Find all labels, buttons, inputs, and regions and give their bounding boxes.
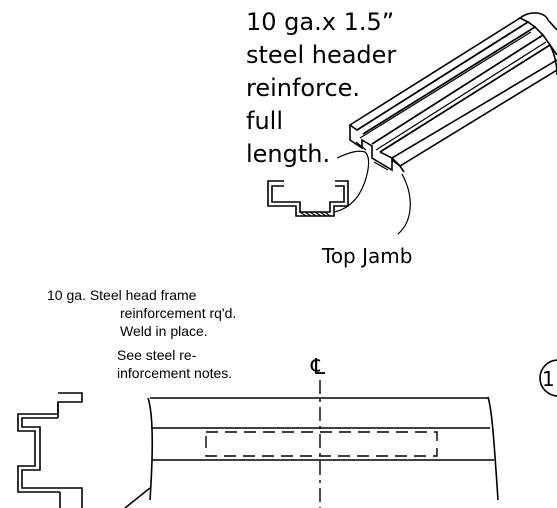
note-line-4: See steel re- [117,347,197,363]
note-line-2: reinforcement rq'd. [120,305,236,321]
callout-line-3: reinforce. [246,74,360,102]
jamb-leader-line [397,173,411,235]
detail-marker-number: 1 [542,367,555,391]
c-channel-section [17,392,83,508]
steel-header-isometric [348,12,557,173]
centerline-symbol: ℄ [310,355,326,380]
note-line-5: inforcement notes. [117,365,232,381]
callout-line-5: length. [246,140,330,168]
detail-marker: 1 [539,359,557,397]
centerline: ℄ [310,355,326,508]
top-jamb-label: Top Jamb [321,244,412,268]
note-line-3: Weld in place. [120,323,208,339]
head-frame-elevation [124,396,499,508]
callout-line-2: steel header [246,41,396,69]
header-reinforcement-callout: 10 ga.x 1.5” steel header reinforce. ful… [246,8,396,168]
channel-section-profile [267,180,349,217]
head-frame-note: 10 ga. Steel head frame reinforcement rq… [47,287,236,381]
callout-line-1: 10 ga.x 1.5” [246,8,394,36]
note-line-1: 10 ga. Steel head frame [47,287,197,303]
callout-line-4: full [246,107,283,135]
